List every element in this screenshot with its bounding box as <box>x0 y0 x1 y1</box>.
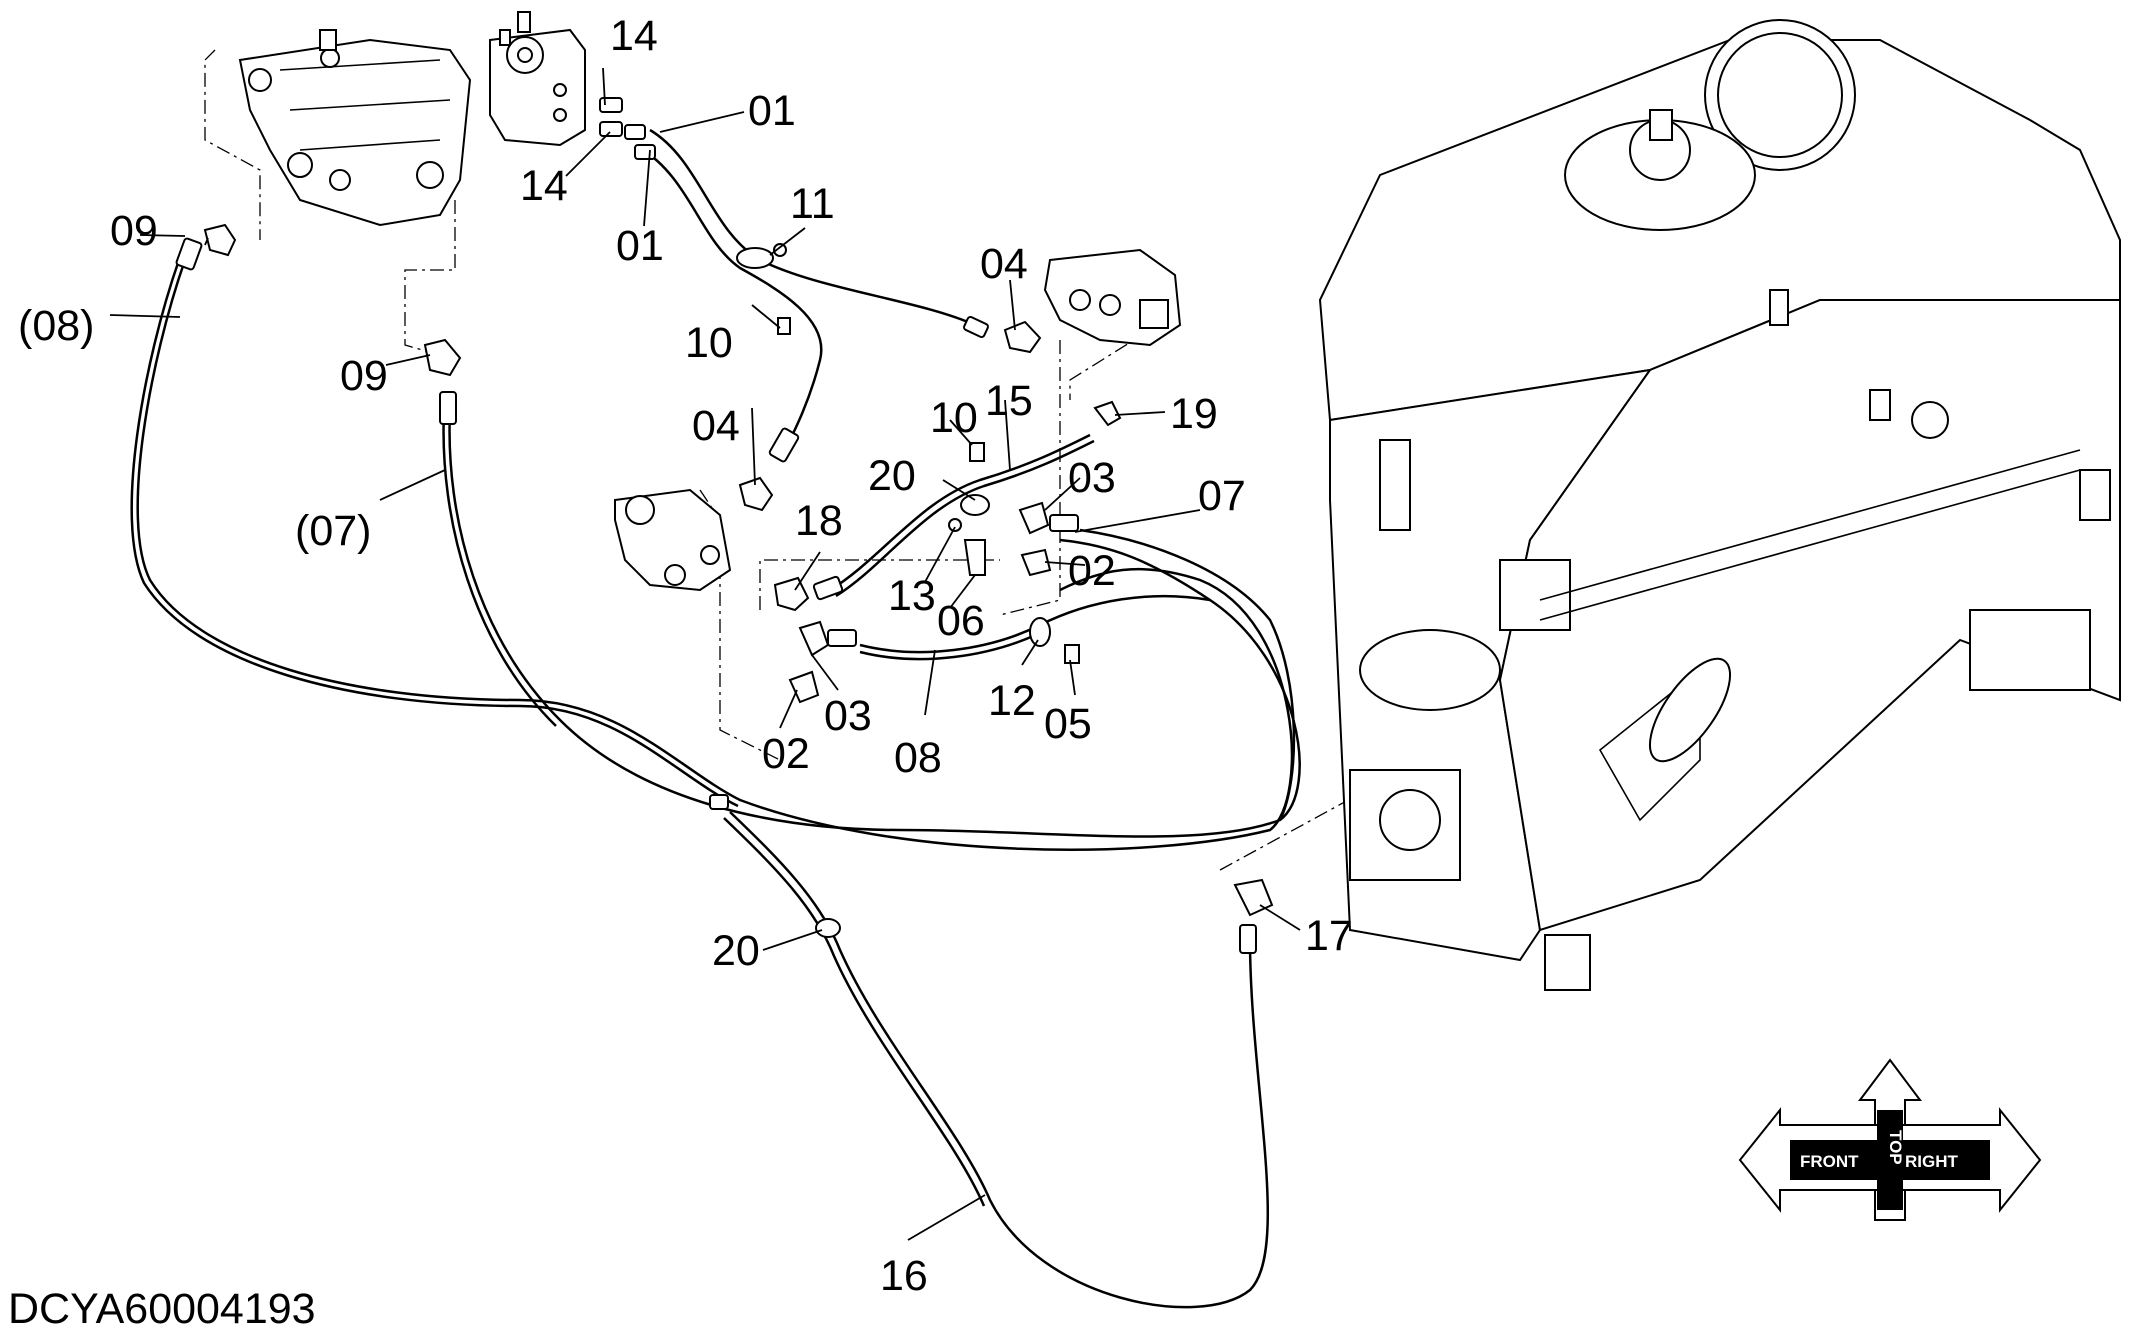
callout-13: 13 <box>888 572 936 620</box>
hose-16 <box>729 811 1269 1309</box>
arrow-right-label: RIGHT <box>1905 1152 1959 1171</box>
bolt-10-lower <box>969 442 985 462</box>
orientation-arrows: FRONT RIGHT TOP <box>1738 1058 2042 1221</box>
callout-07-right: 07 <box>1198 472 1246 520</box>
callout-01-lower: 01 <box>616 222 664 270</box>
figure-id: DCYA60004193 <box>8 1285 316 1333</box>
callout-18: 18 <box>795 497 843 545</box>
callout-16: 16 <box>880 1252 928 1300</box>
callout-labels: 01 01 02 02 03 03 04 04 05 06 07 (07) 08… <box>18 12 1353 1300</box>
main-control-valve <box>238 29 472 227</box>
dash-3 <box>699 489 781 761</box>
callout-14-upper: 14 <box>610 12 658 60</box>
callout-17: 17 <box>1305 912 1353 960</box>
arrow-front-label: FRONT <box>1800 1152 1859 1171</box>
dashed-lines <box>204 49 1551 871</box>
pilot-pump <box>489 11 586 147</box>
fittings-03-02-left <box>788 620 857 704</box>
callout-20-upper: 20 <box>868 452 916 500</box>
clamp-20-lower <box>815 918 841 938</box>
dash-7 <box>759 559 1000 610</box>
hose-07-b <box>442 409 557 727</box>
callout-04-lower: 04 <box>692 402 740 450</box>
callout-03-left: 03 <box>824 692 872 740</box>
callout-10-upper: 10 <box>685 319 733 367</box>
hose-07-right <box>1079 528 1296 821</box>
dash-1 <box>204 49 261 240</box>
callout-11: 11 <box>790 180 835 228</box>
callout-14-lower: 14 <box>520 162 568 210</box>
callout-02-right: 02 <box>1068 547 1116 595</box>
dash-5 <box>1069 329 1151 400</box>
callout-07-paren: (07) <box>295 507 371 555</box>
hose-07 <box>448 409 1301 838</box>
fittings-14 <box>599 97 656 160</box>
hose-15 <box>829 433 1091 592</box>
callout-03-right: 03 <box>1068 454 1116 502</box>
bolt-10-upper <box>777 317 791 335</box>
arrow-top-label: TOP <box>1886 1130 1905 1165</box>
selector-valve-lower <box>614 488 732 592</box>
callout-04-upper: 04 <box>980 240 1028 288</box>
fitting-18 <box>773 575 844 612</box>
clamp-12-bolt-05 <box>1029 617 1080 664</box>
callout-01-upper: 01 <box>748 87 796 135</box>
hose-15-b <box>835 439 1095 598</box>
callout-09-lower: 09 <box>340 352 388 400</box>
fittings-03-02-right <box>1018 501 1079 577</box>
callout-05: 05 <box>1044 700 1092 748</box>
fitting-04-upper <box>963 315 1042 354</box>
dash-2 <box>404 200 456 356</box>
fitting-17 <box>1233 878 1274 954</box>
fitting-09-lower <box>423 338 462 425</box>
fitting-19 <box>1093 400 1122 427</box>
callout-leaders <box>109 67 1301 1241</box>
hose-16-b <box>723 817 986 1207</box>
fitting-09-top <box>175 223 237 271</box>
hose-08-left-b <box>130 259 739 808</box>
hose-01-b <box>639 146 823 451</box>
callout-06: 06 <box>937 597 985 645</box>
callout-19: 19 <box>1170 390 1218 438</box>
clamp-20-06-13 <box>948 494 990 576</box>
fitting-04-lower <box>738 427 800 512</box>
callout-10-lower: 10 <box>930 394 978 442</box>
fitting-16-top <box>709 794 729 810</box>
callout-08-paren: (08) <box>18 302 94 350</box>
upper-frame <box>1318 19 2121 991</box>
callout-20-lower: 20 <box>712 927 760 975</box>
callout-08: 08 <box>894 734 942 782</box>
callout-09-upper: 09 <box>110 207 158 255</box>
callout-02-left: 02 <box>762 730 810 778</box>
clamp-11 <box>736 243 787 269</box>
hose-08-mid-b <box>859 630 1043 661</box>
dash-4 <box>999 340 1061 616</box>
selector-valve-upper <box>1043 248 1182 347</box>
callout-15: 15 <box>985 377 1033 425</box>
hose-08-left <box>136 259 1294 851</box>
dash-6 <box>1219 689 1551 871</box>
callout-12: 12 <box>988 677 1036 725</box>
